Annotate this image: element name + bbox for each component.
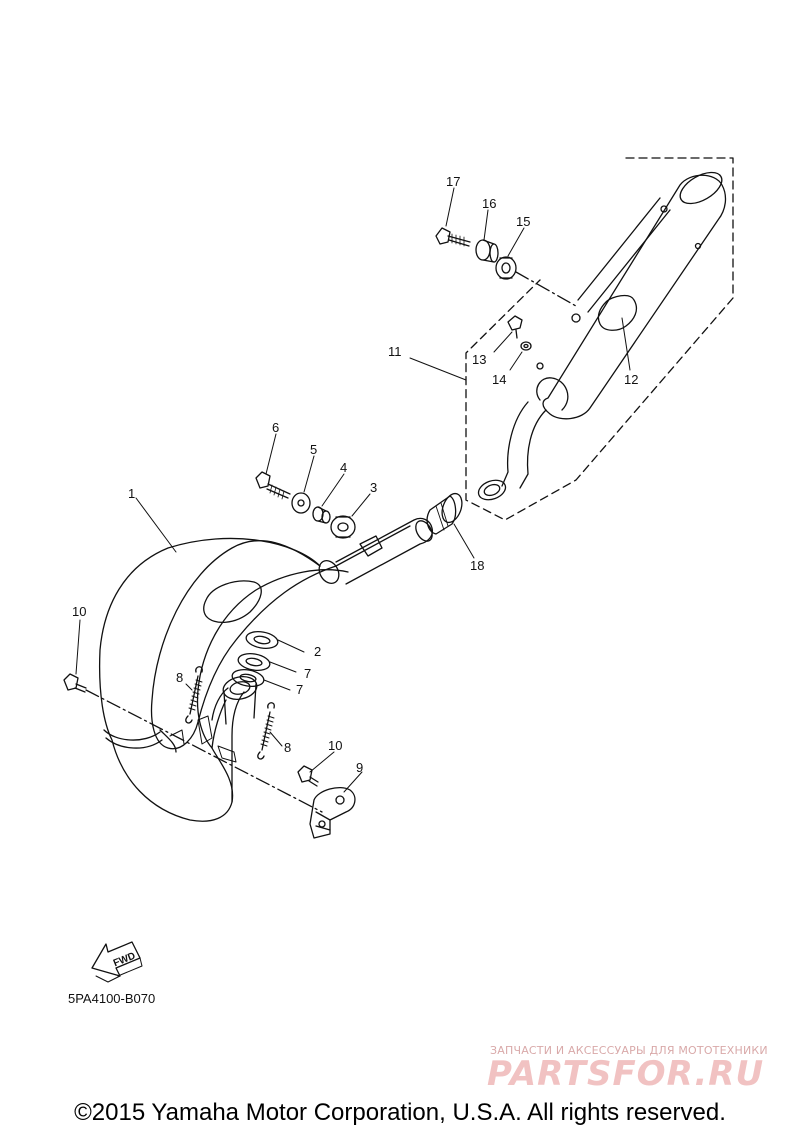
alignment-line-15	[515, 271, 577, 307]
exhaust-pipe	[98, 517, 434, 822]
callout-15: 15	[516, 214, 530, 229]
callout-9: 9	[356, 760, 363, 775]
callout-12: 12	[624, 372, 638, 387]
callout-4: 4	[340, 460, 347, 475]
callout-7a: 7	[304, 666, 311, 681]
washer-5	[291, 492, 311, 514]
callout-3: 3	[370, 480, 377, 495]
mount-bolt-17	[435, 227, 471, 247]
muffler-group-outline	[465, 157, 734, 521]
callout-5: 5	[310, 442, 317, 457]
callout-2: 2	[314, 644, 321, 659]
callout-18: 18	[470, 558, 484, 573]
muffler-label-plate	[597, 294, 638, 331]
bolt-10b	[297, 765, 319, 787]
callout-10b: 10	[328, 738, 342, 753]
muffler	[536, 171, 727, 420]
bolt-6	[255, 471, 291, 500]
gasket-18	[426, 492, 463, 535]
callout-11: 11	[388, 344, 402, 359]
watermark-tagline: ЗАПЧАСТИ И АКСЕССУАРЫ ДЛЯ МОТОТЕХНИКИ	[490, 1044, 768, 1057]
callout-8b: 8	[284, 740, 291, 755]
callout-7b: 7	[296, 682, 303, 697]
gasket-ring-7b	[231, 668, 265, 688]
collar-4	[312, 506, 331, 524]
washer-14	[520, 341, 532, 351]
callout-6: 6	[272, 420, 279, 435]
leader-lines	[75, 187, 631, 793]
callout-labels: 17 16 15 11 13 14 12 6 5 4 3 1 18 10 2 7…	[72, 174, 638, 775]
copyright-notice: ©2015 Yamaha Motor Corporation, U.S.A. A…	[74, 1099, 726, 1126]
diagram-code: 5PA4100-B070	[68, 991, 156, 1006]
bolt-10a	[63, 673, 87, 693]
grommet-15	[495, 256, 517, 280]
callout-17: 17	[446, 174, 460, 189]
spring-8a	[185, 666, 203, 724]
gasket-ring-7a	[237, 652, 271, 672]
spring-8b	[257, 702, 275, 760]
callout-8a: 8	[176, 670, 183, 685]
grommet-3	[330, 515, 356, 539]
callout-16: 16	[482, 196, 496, 211]
collar-16	[475, 239, 499, 263]
alignment-line-10a	[85, 689, 323, 813]
bracket-9	[309, 786, 356, 839]
gasket-ring-2	[245, 630, 279, 650]
screw-13	[507, 315, 523, 339]
callout-13: 13	[472, 352, 486, 367]
watermark-brand-logo: PARTSFOR.RU	[487, 1054, 765, 1094]
muffler-inlet-pipe	[477, 401, 547, 501]
forward-arrow-icon: FWD	[91, 941, 143, 983]
callout-1: 1	[128, 486, 135, 501]
callout-10a: 10	[72, 604, 86, 619]
callout-14: 14	[492, 372, 506, 387]
